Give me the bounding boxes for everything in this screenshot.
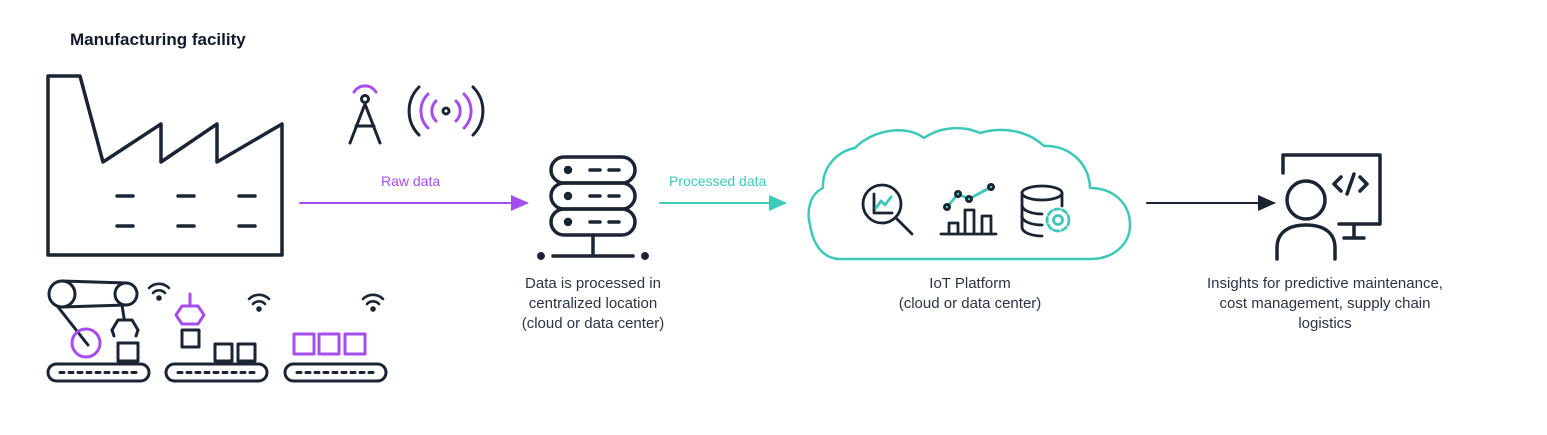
insights-caption-line: cost management, supply chain bbox=[1219, 295, 1431, 312]
chart-search-icon bbox=[861, 183, 914, 236]
insights-caption-line: logistics bbox=[1298, 315, 1352, 332]
server-caption: Data is processed in centralized locatio… bbox=[478, 274, 708, 334]
diagram-title: Manufacturing facility bbox=[70, 30, 246, 49]
raw-data-label: Raw data bbox=[381, 173, 441, 189]
factory-icon bbox=[46, 74, 284, 257]
database-gear-icon bbox=[1020, 184, 1071, 238]
iot-caption-line: (cloud or data center) bbox=[898, 295, 1042, 312]
insights-caption: Insights for predictive maintenance, cos… bbox=[1170, 274, 1480, 334]
broadcast-icon bbox=[407, 85, 485, 137]
iot-caption-line: IoT Platform bbox=[929, 275, 1011, 292]
processed-data-label: Processed data bbox=[669, 173, 767, 189]
gripper-icon bbox=[174, 292, 257, 363]
robot-arm-icon bbox=[47, 279, 140, 363]
wifi-icon bbox=[147, 282, 385, 312]
server-caption-line: (cloud or data center) bbox=[521, 315, 665, 332]
crates-icon bbox=[292, 332, 367, 356]
cloud-icon bbox=[807, 126, 1132, 261]
conveyor-icon bbox=[46, 362, 388, 383]
bar-line-chart-icon bbox=[939, 182, 998, 236]
user-monitor-icon bbox=[1275, 153, 1382, 261]
insights-caption-line: Insights for predictive maintenance, bbox=[1207, 275, 1443, 292]
server-caption-line: centralized location bbox=[528, 295, 658, 312]
server-rack-icon bbox=[537, 155, 649, 260]
iot-caption: IoT Platform (cloud or data center) bbox=[855, 274, 1085, 314]
server-caption-line: Data is processed in bbox=[525, 275, 661, 292]
antenna-icon bbox=[348, 84, 382, 145]
